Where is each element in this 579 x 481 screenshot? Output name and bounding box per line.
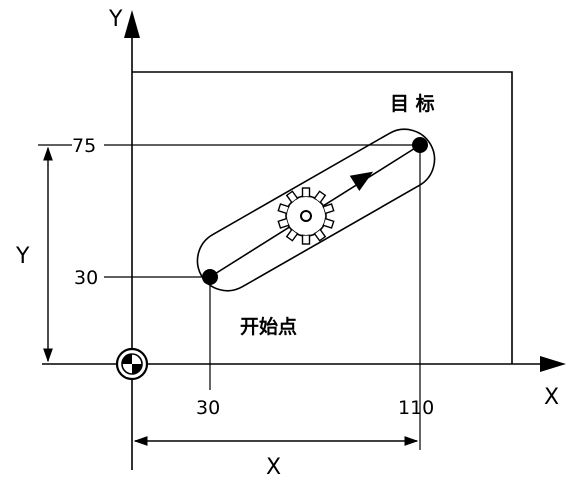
y-start-value: 30 — [74, 267, 98, 289]
start-point-label: 开始点 — [240, 315, 297, 338]
x-axis-arrowhead — [540, 356, 566, 372]
y-axis-label: Y — [108, 7, 123, 32]
target-point-label: 目 标 — [390, 93, 435, 115]
x-dimension-label: X — [266, 455, 281, 480]
slot-outline — [196, 128, 436, 292]
milling-cutter-icon — [277, 187, 335, 245]
y-axis-arrowhead — [124, 10, 140, 38]
origin-reference-icon — [115, 347, 149, 381]
y-target-value: 75 — [72, 135, 96, 157]
x-axis-label: X — [544, 385, 559, 410]
direction-arrow-icon — [349, 171, 374, 191]
workpiece-outline — [132, 71, 513, 364]
x-start-value: 30 — [196, 397, 220, 419]
x-target-value: 110 — [398, 397, 434, 419]
y-dimension-label: Y — [15, 244, 30, 269]
